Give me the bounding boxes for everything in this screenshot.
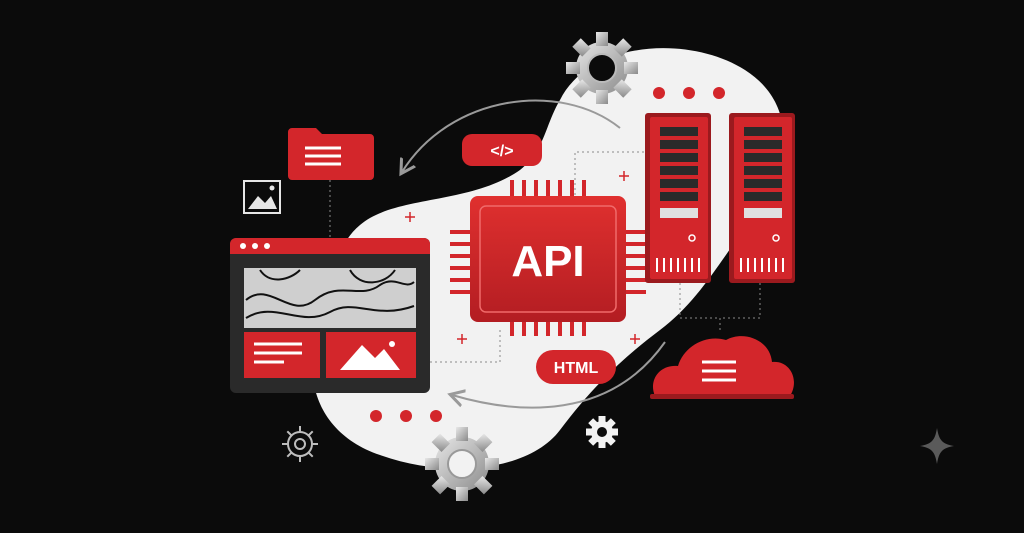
gear-icon [282, 426, 318, 462]
arrow-top [402, 99, 621, 172]
api-label: API [511, 237, 584, 286]
server-icon [645, 113, 711, 283]
dots-bottom [370, 410, 442, 422]
html-tag: HTML [536, 350, 616, 384]
cloud-icon [650, 336, 794, 399]
code-label: </> [490, 143, 513, 160]
gear-icon [586, 416, 618, 448]
gear-icon [566, 32, 638, 104]
dots-top-right [653, 87, 725, 99]
connector-lines [329, 151, 761, 363]
gear-icon [425, 427, 499, 501]
sparkle-icon [920, 428, 954, 464]
folder-icon [288, 128, 374, 180]
cpu-chip-icon: API [450, 180, 646, 336]
html-label: HTML [554, 360, 599, 377]
arrow-bottom [452, 341, 666, 409]
plus-icon [405, 171, 640, 344]
code-tag-icon: </> [462, 134, 542, 166]
image-icon [243, 180, 281, 214]
server-icon [729, 113, 795, 283]
browser-window-icon [230, 238, 430, 393]
